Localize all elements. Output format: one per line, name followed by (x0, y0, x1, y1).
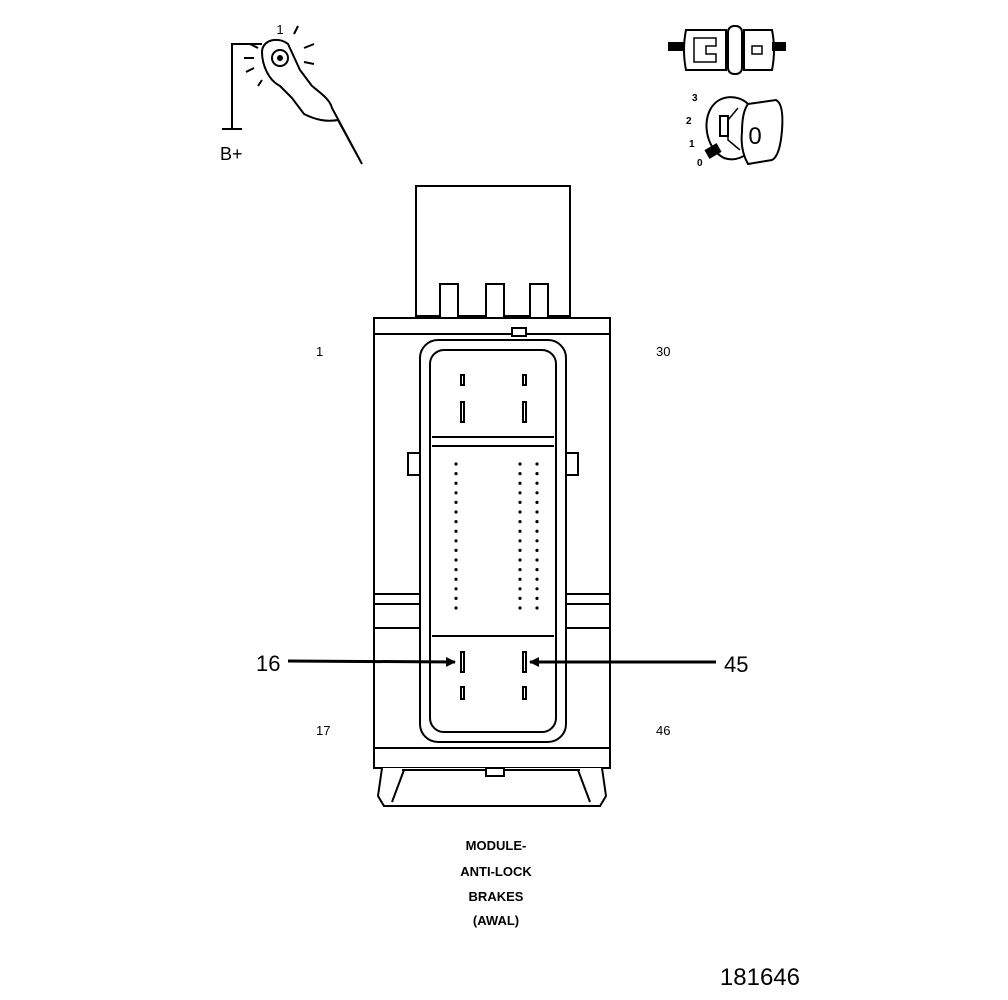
probe-body-icon (260, 38, 363, 165)
pin-hole (454, 568, 458, 572)
pin-hole (535, 472, 539, 476)
pin-hole (454, 577, 458, 581)
pin-hole (518, 606, 522, 610)
pin-hole (535, 500, 539, 504)
pin-hole (535, 558, 539, 562)
terminal-slot-pin-45 (522, 651, 527, 673)
caption-line-2: ANTI-LOCK (460, 864, 532, 879)
pin-hole (454, 481, 458, 485)
pin-hole (518, 520, 522, 524)
terminal-slot (522, 374, 527, 386)
pin-hole (454, 500, 458, 504)
ignition-position-0: 0 (697, 158, 703, 169)
ignition-position-2: 2 (686, 116, 692, 127)
pin-hole (454, 587, 458, 591)
pin-label-1: 1 (316, 344, 323, 359)
callout-label-16: 16 (256, 651, 280, 676)
small-pin-grid (454, 462, 539, 610)
pin-hole (454, 529, 458, 533)
ignition-position-3: 3 (692, 93, 698, 104)
b-plus-label: B+ (220, 144, 243, 164)
pin-hole (535, 539, 539, 543)
pin-hole (535, 587, 539, 591)
figure-id: 181646 (720, 964, 800, 991)
housing-posts (439, 283, 549, 319)
pin-hole (535, 529, 539, 533)
pin-hole (518, 558, 522, 562)
pin-hole (518, 481, 522, 485)
connector-plug-icon (668, 25, 786, 75)
position-marker-icon (704, 143, 722, 159)
pin-hole (518, 491, 522, 495)
terminal-slot-pin-16 (460, 651, 465, 673)
pin-hole (535, 491, 539, 495)
pin-hole (454, 462, 458, 466)
pin-hole (518, 510, 522, 514)
pin-hole (535, 606, 539, 610)
pin-hole (454, 472, 458, 476)
pin-hole (535, 462, 539, 466)
pin-hole (454, 491, 458, 495)
ignition-key-label: 0 (748, 123, 761, 150)
large-terminals (460, 374, 527, 700)
pin-hole (454, 520, 458, 524)
pin-hole (518, 500, 522, 504)
terminal-slot (522, 686, 527, 700)
ignition-switch-icon (704, 96, 784, 166)
lamp-bulb-icon (271, 49, 289, 67)
terminal-slot (460, 401, 465, 423)
terminal-slot (460, 686, 465, 700)
pin-hole (454, 606, 458, 610)
pin-hole (535, 548, 539, 553)
pin-hole (535, 481, 539, 485)
caption-line-4: (AWAL) (473, 913, 519, 928)
pin-hole (518, 577, 522, 581)
pin-hole (454, 539, 458, 543)
test-lamp-number: 1 (276, 22, 283, 37)
left-latch (407, 452, 421, 476)
caption-line-3: BRAKES (469, 889, 524, 904)
ignition-key-icon (740, 98, 784, 166)
b-plus-lead-wire (231, 43, 262, 128)
module-caption: MODULE- ANTI-LOCK BRAKES (AWAL) (460, 838, 532, 928)
pin-hole (454, 558, 458, 562)
terminal-slot (460, 374, 465, 386)
pin-hole (454, 596, 458, 601)
ignition-position-labels: 3 2 1 0 (686, 93, 703, 169)
lamp-glow-rays-icon (244, 25, 315, 87)
abs-module-connector (373, 185, 611, 807)
callout-arrow-16 (287, 656, 456, 667)
test-lamp-icon (222, 25, 363, 165)
pin-hole (535, 577, 539, 581)
pin-hole (535, 568, 539, 572)
pin-hole (454, 548, 458, 553)
connector-face (419, 339, 567, 743)
pin-hole (535, 510, 539, 514)
callout-label-45: 45 (724, 652, 748, 677)
pin-hole (518, 587, 522, 591)
pin-hole (518, 548, 522, 553)
pin-cavity-area (429, 349, 557, 733)
pin-hole (518, 462, 522, 466)
pin-hole (518, 539, 522, 543)
pin-hole (454, 510, 458, 514)
pin-label-17: 17 (316, 723, 330, 738)
terminal-slot (522, 401, 527, 423)
pin-hole (518, 568, 522, 572)
caption-line-1: MODULE- (466, 838, 527, 853)
pin-hole (518, 529, 522, 533)
pin-label-30: 30 (656, 344, 670, 359)
pin-hole (518, 596, 522, 601)
pin-hole (535, 596, 539, 601)
connector-lower-lip (376, 767, 608, 807)
pin-hole (518, 472, 522, 476)
ignition-position-1: 1 (689, 139, 695, 150)
right-latch (565, 452, 579, 476)
pin-hole (535, 520, 539, 524)
pin-label-46: 46 (656, 723, 670, 738)
